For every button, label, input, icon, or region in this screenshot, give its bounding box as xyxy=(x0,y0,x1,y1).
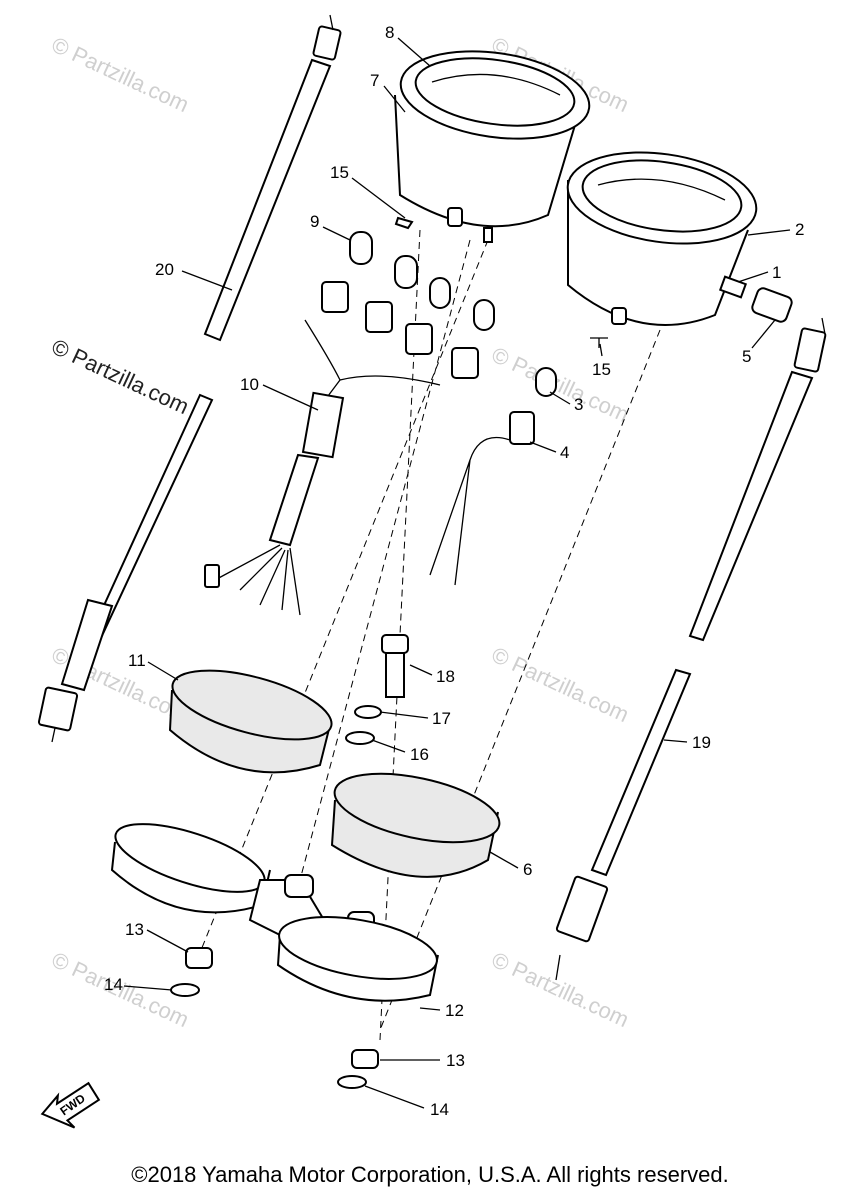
callout-15: 15 xyxy=(592,360,611,379)
screws xyxy=(394,216,608,348)
tachometer-cable xyxy=(555,317,827,981)
callout-16: 16 xyxy=(410,745,429,764)
callout-14: 14 xyxy=(104,975,123,994)
callout-5: 5 xyxy=(742,347,751,366)
callout-20: 20 xyxy=(155,260,174,279)
callout-8: 8 xyxy=(385,23,394,42)
callout-14: 14 xyxy=(430,1100,449,1119)
meter-bracket xyxy=(110,823,439,1002)
callout-13: 13 xyxy=(446,1051,465,1070)
meter-case-left xyxy=(168,669,333,774)
bolt-and-washers xyxy=(345,634,409,745)
fwd-arrow: FWD xyxy=(40,1081,101,1129)
callout-6: 6 xyxy=(523,860,532,879)
copyright-notice: ©2018 Yamaha Motor Corporation, U.S.A. A… xyxy=(131,1162,729,1187)
callout-numbers: 8 7 15 9 20 10 2 1 5 15 3 4 18 17 16 11 … xyxy=(104,23,804,1119)
callout-7: 7 xyxy=(370,71,379,90)
callout-19: 19 xyxy=(692,733,711,752)
indicator-bulb-assembly xyxy=(429,367,557,586)
callout-18: 18 xyxy=(436,667,455,686)
callout-10: 10 xyxy=(240,375,259,394)
callout-12: 12 xyxy=(445,1001,464,1020)
assembly-guide-lines xyxy=(194,229,661,1041)
callout-17: 17 xyxy=(432,709,451,728)
watermark-dark: © Partzilla.com xyxy=(48,334,193,419)
callout-2: 2 xyxy=(795,220,804,239)
callout-13: 13 xyxy=(125,920,144,939)
watermark: © Partzilla.com xyxy=(488,947,633,1032)
callout-11: 11 xyxy=(128,651,146,670)
grommets xyxy=(170,947,379,1089)
watermark: © Partzilla.com xyxy=(48,32,193,117)
callout-1: 1 xyxy=(772,263,781,282)
tachometer-unit xyxy=(566,151,793,326)
callout-4: 4 xyxy=(560,443,569,462)
leader-lines xyxy=(123,37,791,1109)
watermark: © Partzilla.com xyxy=(488,642,633,727)
callout-3: 3 xyxy=(574,395,583,414)
meter-case-right xyxy=(330,772,501,878)
speedometer-unit xyxy=(394,50,591,243)
callout-9: 9 xyxy=(310,212,319,231)
callout-15: 15 xyxy=(330,163,349,182)
speedometer-cable xyxy=(37,14,342,743)
bulb-socket-harness xyxy=(204,231,495,616)
